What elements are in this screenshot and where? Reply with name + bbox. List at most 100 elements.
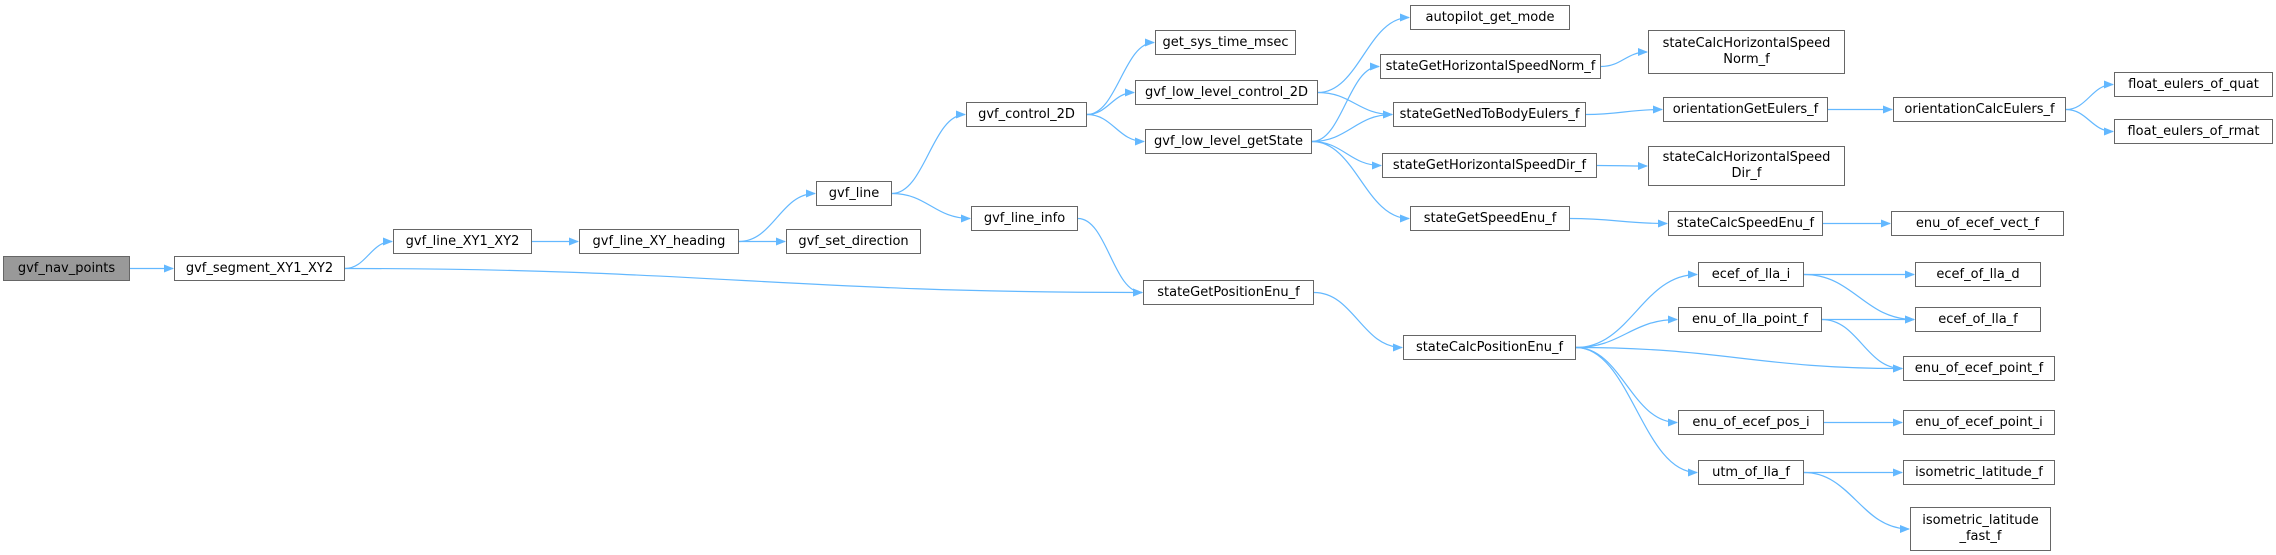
function-node-label: isometric_latitude_f <box>1915 464 2043 480</box>
function-node-label: gvf_line_XY1_XY2 <box>405 233 520 249</box>
function-node-enu_of_ecef_vect_f[interactable]: enu_of_ecef_vect_f <box>1891 211 2064 236</box>
function-node-autopilot_get_mode[interactable]: autopilot_get_mode <box>1410 5 1570 30</box>
function-node-label: enu_of_ecef_point_i <box>1915 414 2043 430</box>
function-node-label: stateCalcSpeedEnu_f <box>1676 215 1815 231</box>
function-node-label: stateCalcHorizontalSpeed Norm_f <box>1662 36 1831 67</box>
call-edge-gvf_low_level_getState-to-stateGetSpeedEnu_f <box>1311 140 1410 223</box>
function-node-label: gvf_line_XY_heading <box>592 233 726 249</box>
function-node-label: stateGetPositionEnu_f <box>1157 284 1300 300</box>
call-edge-gvf_low_level_control_2D-to-autopilot_get_mode <box>1317 13 1410 94</box>
function-node-stateCalcSpeedEnu_f[interactable]: stateCalcSpeedEnu_f <box>1668 211 1823 236</box>
function-node-label: enu_of_ecef_pos_i <box>1692 414 1810 430</box>
call-edge-gvf_segment_XY1_XY2-to-gvf_line_XY1_XY2 <box>344 237 393 270</box>
function-node-isometric_latitude_fast_f[interactable]: isometric_latitude _fast_f <box>1910 507 2051 551</box>
call-edge-orientationCalcEulers_f-to-float_eulers_of_rmat <box>2065 108 2114 136</box>
function-node-label: gvf_line_info <box>983 210 1066 226</box>
call-edge-gvf_control_2D-to-gvf_low_level_control_2D <box>1086 88 1135 116</box>
function-node-gvf_line[interactable]: gvf_line <box>816 181 892 206</box>
function-node-label: utm_of_lla_f <box>1712 464 1790 480</box>
function-node-label: stateGetHorizontalSpeedNorm_f <box>1385 58 1596 74</box>
function-node-label: stateGetSpeedEnu_f <box>1423 210 1557 226</box>
call-edge-stateCalcPositionEnu_f-to-enu_of_ecef_pos_i <box>1575 346 1678 427</box>
function-node-ecef_of_lla_d[interactable]: ecef_of_lla_d <box>1915 262 2041 287</box>
function-node-stateGetPositionEnu_f[interactable]: stateGetPositionEnu_f <box>1143 280 1314 305</box>
function-node-label: gvf_low_level_getState <box>1154 133 1303 149</box>
call-edge-stateGetSpeedEnu_f-to-stateCalcSpeedEnu_f <box>1569 217 1668 228</box>
function-node-stateGetSpeedEnu_f[interactable]: stateGetSpeedEnu_f <box>1410 206 1570 231</box>
call-edge-orientationCalcEulers_f-to-float_eulers_of_quat <box>2065 80 2114 111</box>
function-node-label: ecef_of_lla_i <box>1711 266 1791 282</box>
call-edge-gvf_control_2D-to-get_sys_time_msec <box>1086 38 1155 116</box>
function-node-label: stateCalcPositionEnu_f <box>1415 339 1564 355</box>
function-node-label: gvf_control_2D <box>978 106 1075 122</box>
function-node-get_sys_time_msec[interactable]: get_sys_time_msec <box>1155 30 1296 55</box>
function-node-enu_of_ecef_point_i[interactable]: enu_of_ecef_point_i <box>1903 410 2055 435</box>
function-node-label: gvf_line <box>828 185 880 201</box>
function-node-stateCalcHorizontalSpeedDir_f[interactable]: stateCalcHorizontalSpeed Dir_f <box>1648 146 1845 186</box>
function-node-isometric_latitude_f[interactable]: isometric_latitude_f <box>1903 460 2055 485</box>
function-node-enu_of_ecef_pos_i[interactable]: enu_of_ecef_pos_i <box>1678 410 1824 435</box>
function-node-utm_of_lla_f[interactable]: utm_of_lla_f <box>1698 460 1804 485</box>
function-node-label: get_sys_time_msec <box>1162 34 1289 50</box>
function-node-gvf_low_level_control_2D[interactable]: gvf_low_level_control_2D <box>1135 80 1318 105</box>
function-node-label: isometric_latitude _fast_f <box>1922 513 2039 544</box>
function-node-gvf_low_level_getState[interactable]: gvf_low_level_getState <box>1145 129 1312 154</box>
function-node-gvf_line_XY1_XY2[interactable]: gvf_line_XY1_XY2 <box>393 229 532 254</box>
function-node-float_eulers_of_quat[interactable]: float_eulers_of_quat <box>2114 72 2273 97</box>
call-edge-gvf_segment_XY1_XY2-to-stateGetPositionEnu_f <box>344 267 1143 297</box>
function-node-label: orientationGetEulers_f <box>1672 101 1819 117</box>
call-edge-ecef_of_lla_i-to-ecef_of_lla_f <box>1803 273 1915 324</box>
function-node-stateCalcHorizontalSpeedNorm_f[interactable]: stateCalcHorizontalSpeed Norm_f <box>1648 30 1845 74</box>
function-node-label: gvf_nav_points <box>17 260 116 276</box>
call-edge-gvf_low_level_getState-to-stateGetNedToBodyEulers_f <box>1311 110 1393 143</box>
call-edge-stateCalcPositionEnu_f-to-utm_of_lla_f <box>1575 346 1698 477</box>
function-node-ecef_of_lla_f[interactable]: ecef_of_lla_f <box>1915 307 2041 332</box>
function-node-label: float_eulers_of_rmat <box>2127 123 2260 139</box>
function-node-stateGetNedToBodyEulers_f[interactable]: stateGetNedToBodyEulers_f <box>1393 102 1586 127</box>
function-node-float_eulers_of_rmat[interactable]: float_eulers_of_rmat <box>2114 119 2273 144</box>
function-node-ecef_of_lla_i[interactable]: ecef_of_lla_i <box>1698 262 1804 287</box>
function-node-gvf_control_2D[interactable]: gvf_control_2D <box>966 102 1087 127</box>
call-edge-utm_of_lla_f-to-isometric_latitude_fast_f <box>1803 471 1910 533</box>
function-node-gvf_segment_XY1_XY2[interactable]: gvf_segment_XY1_XY2 <box>174 256 345 281</box>
call-edge-gvf_low_level_getState-to-stateGetHorizontalSpeedNorm_f <box>1311 62 1380 143</box>
function-node-label: orientationCalcEulers_f <box>1904 101 2055 117</box>
function-node-label: ecef_of_lla_d <box>1936 266 2020 282</box>
function-node-label: enu_of_ecef_point_f <box>1914 360 2044 376</box>
function-node-label: float_eulers_of_quat <box>2128 76 2259 92</box>
function-node-label: ecef_of_lla_f <box>1938 311 2018 327</box>
call-edge-stateGetHorizontalSpeedDir_f-to-stateCalcHorizontalSpeedDir_f <box>1596 161 1648 170</box>
function-node-gvf_set_direction[interactable]: gvf_set_direction <box>786 229 921 254</box>
call-edge-stateCalcPositionEnu_f-to-enu_of_ecef_point_f <box>1575 346 1903 373</box>
call-edge-gvf_control_2D-to-gvf_low_level_getState <box>1086 113 1145 146</box>
function-node-label: stateCalcHorizontalSpeed Dir_f <box>1662 150 1831 181</box>
function-node-enu_of_lla_point_f[interactable]: enu_of_lla_point_f <box>1678 307 1822 332</box>
function-node-gvf_nav_points[interactable]: gvf_nav_points <box>3 256 130 281</box>
function-node-stateGetHorizontalSpeedNorm_f[interactable]: stateGetHorizontalSpeedNorm_f <box>1380 54 1601 79</box>
function-node-label: enu_of_ecef_vect_f <box>1915 215 2040 231</box>
call-edge-gvf_low_level_control_2D-to-stateGetNedToBodyEulers_f <box>1317 91 1393 119</box>
call-edge-stateGetHorizontalSpeedNorm_f-to-stateCalcHorizontalSpeedNorm_f <box>1600 48 1648 68</box>
call-edge-enu_of_lla_point_f-to-enu_of_ecef_point_f <box>1821 318 1903 373</box>
function-node-gvf_line_XY_heading[interactable]: gvf_line_XY_heading <box>579 229 739 254</box>
function-node-orientationGetEulers_f[interactable]: orientationGetEulers_f <box>1663 97 1828 122</box>
call-edge-stateCalcPositionEnu_f-to-ecef_of_lla_i <box>1575 270 1698 349</box>
function-node-stateGetHorizontalSpeedDir_f[interactable]: stateGetHorizontalSpeedDir_f <box>1382 153 1597 178</box>
function-node-label: gvf_segment_XY1_XY2 <box>185 260 334 276</box>
call-edge-gvf_line_info-to-stateGetPositionEnu_f <box>1077 217 1143 297</box>
function-node-label: stateGetHorizontalSpeedDir_f <box>1392 157 1587 173</box>
call-edge-stateGetNedToBodyEulers_f-to-orientationGetEulers_f <box>1585 105 1663 116</box>
function-node-orientationCalcEulers_f[interactable]: orientationCalcEulers_f <box>1893 97 2066 122</box>
call-edge-stateCalcPositionEnu_f-to-enu_of_lla_point_f <box>1575 315 1678 349</box>
function-node-enu_of_ecef_point_f[interactable]: enu_of_ecef_point_f <box>1903 356 2055 381</box>
function-node-label: gvf_low_level_control_2D <box>1145 84 1308 100</box>
function-node-gvf_line_info[interactable]: gvf_line_info <box>971 206 1078 231</box>
function-node-stateCalcPositionEnu_f[interactable]: stateCalcPositionEnu_f <box>1403 335 1576 360</box>
function-node-label: enu_of_lla_point_f <box>1692 311 1808 327</box>
function-node-label: gvf_set_direction <box>798 233 909 249</box>
call-edge-gvf_line_XY_heading-to-gvf_line <box>738 189 816 243</box>
call-edge-gvf_line-to-gvf_control_2D <box>891 110 966 195</box>
call-edge-stateGetPositionEnu_f-to-stateCalcPositionEnu_f <box>1313 291 1403 352</box>
function-node-label: autopilot_get_mode <box>1425 9 1555 25</box>
